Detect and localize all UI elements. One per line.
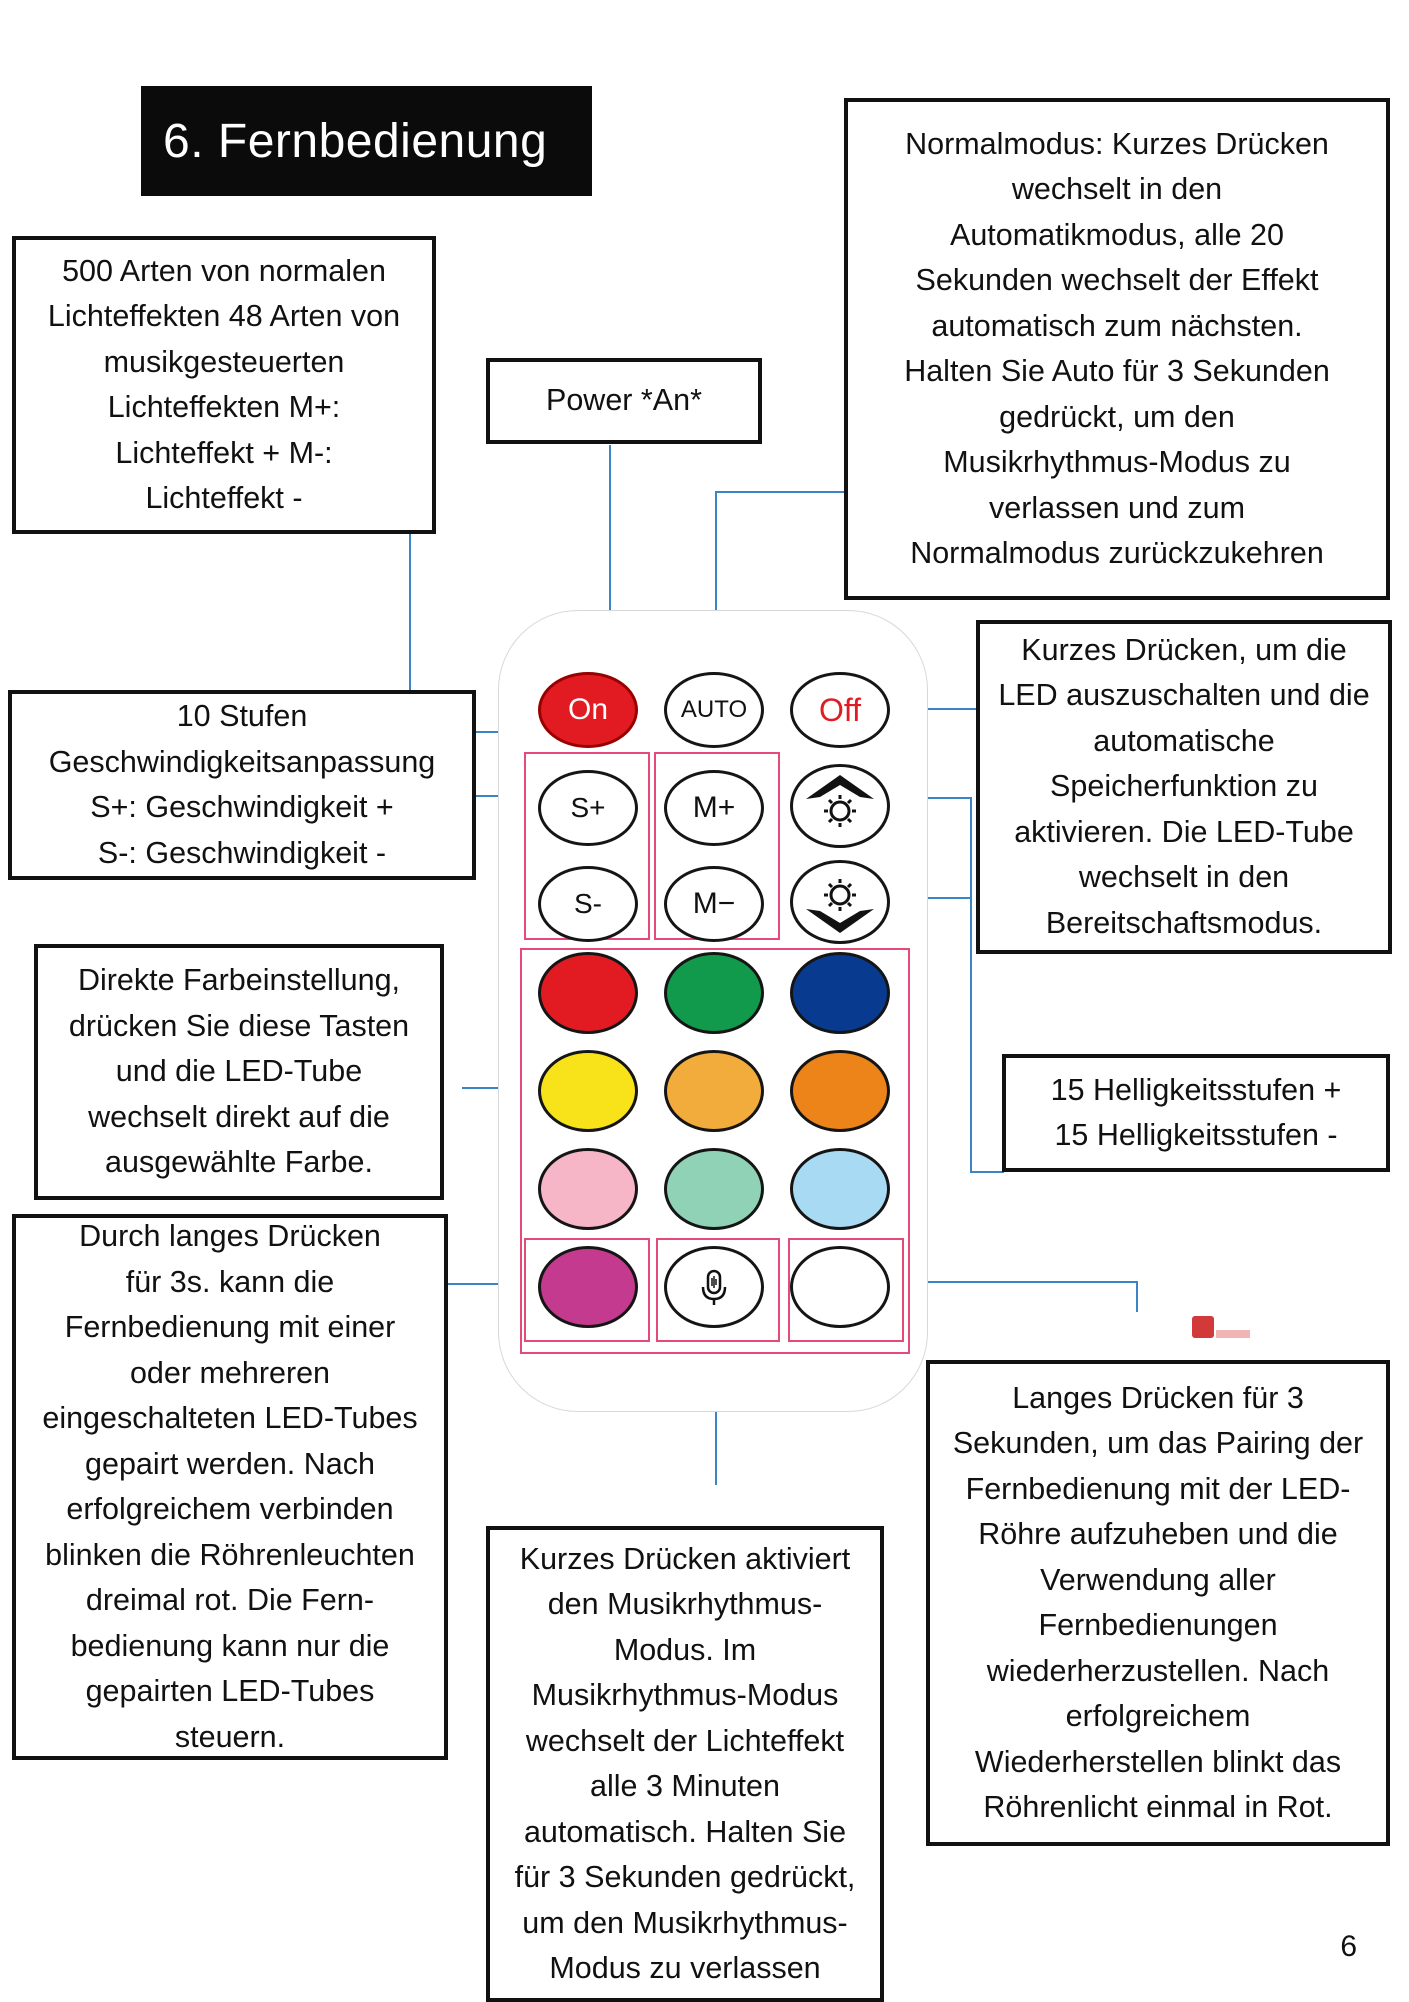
on-button[interactable]: On [538, 672, 638, 748]
music-mode-button[interactable] [664, 1246, 764, 1328]
effects-annotation: 500 Arten von normalen Lichteffekten 48 … [12, 236, 436, 534]
color-button-4[interactable] [538, 1050, 638, 1132]
brightness-up-icon [806, 775, 874, 827]
color-button-2[interactable] [664, 952, 764, 1034]
speed-annotation: 10 Stufen Geschwindigkeitsanpassung S+: … [8, 690, 476, 880]
color-button-6[interactable] [790, 1050, 890, 1132]
auto-button[interactable]: AUTO [664, 672, 764, 748]
pair-annotation: Durch langes Drücken für 3s. kann die Fe… [12, 1214, 448, 1760]
mode-prev-button[interactable]: M− [664, 866, 764, 942]
off-button[interactable]: Off [790, 672, 890, 748]
power-annotation: Power *An* [486, 358, 762, 444]
color-group-frame [520, 948, 910, 1354]
music-annotation: Kurzes Drücken aktiviert den Musikrhythm… [486, 1526, 884, 2002]
red-mark-smudge [1216, 1330, 1250, 1338]
speed-down-button[interactable]: S- [538, 866, 638, 942]
brightness-annotation: 15 Helligkeitsstufen + 15 Helligkeitsstu… [1002, 1054, 1390, 1172]
color-button-7[interactable] [538, 1148, 638, 1230]
brightness-up-button[interactable] [790, 764, 890, 848]
brightness-down-button[interactable] [790, 860, 890, 944]
pair-button[interactable] [538, 1246, 638, 1328]
color-button-9[interactable] [790, 1148, 890, 1230]
unpair-button-frame [788, 1238, 904, 1342]
page-title: 6. Fernbedienung [141, 86, 592, 196]
color-annotation: Direkte Farbeinstellung, drücken Sie die… [34, 944, 444, 1200]
auto-annotation: Normalmodus: Kurzes Drücken wechselt in … [844, 98, 1390, 600]
pair-button-frame [524, 1238, 650, 1342]
speed-up-button[interactable]: S+ [538, 770, 638, 846]
microphone-icon [701, 1269, 727, 1305]
color-button-1[interactable] [538, 952, 638, 1034]
color-button-8[interactable] [664, 1148, 764, 1230]
brightness-down-icon [806, 879, 874, 933]
unpair-button[interactable] [790, 1246, 890, 1328]
unpair-annotation: Langes Drücken für 3 Sekunden, um das Pa… [926, 1360, 1390, 1846]
page-number: 6 [1340, 1930, 1357, 1963]
color-button-5[interactable] [664, 1050, 764, 1132]
color-button-3[interactable] [790, 952, 890, 1034]
off-annotation: Kurzes Drücken, um die LED auszuschalten… [976, 620, 1392, 954]
red-mark [1192, 1316, 1214, 1338]
mode-next-button[interactable]: M+ [664, 770, 764, 846]
music-button-frame [656, 1238, 780, 1342]
